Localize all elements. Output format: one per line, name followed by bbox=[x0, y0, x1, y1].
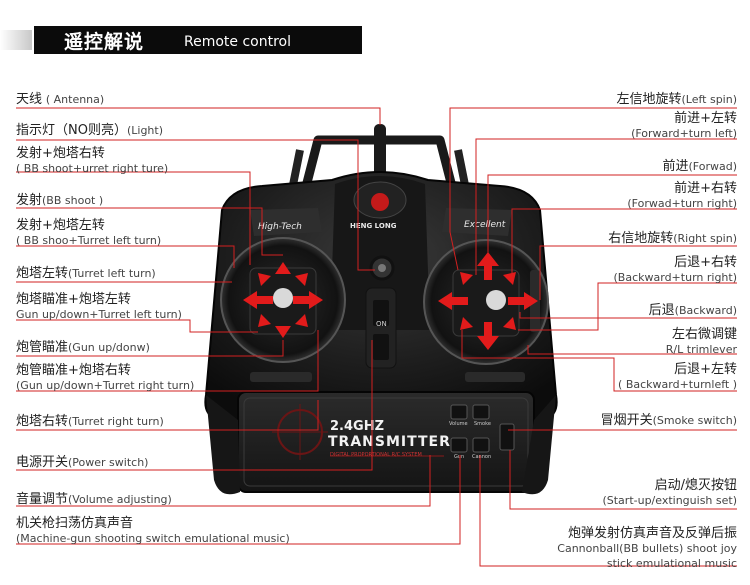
label-bb-shoot-turret-left: 发射+炮塔左转( BB shoo+Turret left turn) bbox=[16, 218, 162, 248]
label-machine-gun: 机关枪扫荡仿真声音(Machine-gun shooting switch em… bbox=[16, 516, 290, 546]
label-forward-turn-right: 前进+右转(Forwad+turn right) bbox=[627, 181, 737, 211]
label-backward-turn-right: 后退+右转(Backward+turn right) bbox=[613, 255, 737, 285]
label-gun-up-down: 炮管瞄准(Gun up/donw) bbox=[16, 340, 150, 355]
label-power-switch: 电源开关(Power switch) bbox=[16, 455, 149, 470]
header-bar: 遥控解说 Remote control bbox=[0, 26, 362, 54]
panel-title-transmitter: TRANSMITTER bbox=[328, 434, 451, 450]
label-bb-shoot: 发射(BB shoot ) bbox=[16, 193, 104, 208]
header-title-cn: 遥控解说 bbox=[64, 31, 145, 53]
label-start-up-extinguish: 启动/熄灭按钮(Start-up/extinguish set) bbox=[602, 478, 737, 508]
right-face-label: Excellent bbox=[464, 220, 506, 230]
panel-title-frequency: 2.4GHZ bbox=[330, 419, 385, 434]
label-turret-right: 炮塔右转(Turret right turn) bbox=[16, 414, 164, 429]
label-right-spin: 右信地旋转(Right spin) bbox=[608, 231, 737, 246]
right-stick-arrows bbox=[438, 252, 538, 350]
label-volume-adjusting: 音量调节(Volume adjusting) bbox=[16, 492, 172, 507]
label-turret-left: 炮塔左转(Turret left turn) bbox=[16, 266, 156, 281]
label-bb-shoot-turret-right: 发射+炮塔右转( BB shoot+urret right ture) bbox=[16, 146, 169, 176]
header-background bbox=[34, 26, 362, 54]
label-forward-turn-left: 前进+左转(Forward+turn left) bbox=[631, 111, 737, 141]
brand-label: HENG LONG bbox=[350, 222, 397, 230]
label-backward: 后退(Backward) bbox=[648, 303, 737, 318]
label-antenna: 天线 ( Antenna) bbox=[16, 92, 105, 107]
volume-button-label: Volume bbox=[449, 421, 468, 427]
switch-on-label: ON bbox=[376, 320, 387, 328]
cannon-button-label: Cannon bbox=[472, 454, 492, 460]
header-title-en: Remote control bbox=[184, 34, 291, 50]
panel-subtitle: DIGITAL PROPORTIONAL R/C SYSTEM bbox=[330, 452, 422, 458]
label-light: 指示灯（NO则亮）(Light) bbox=[16, 123, 164, 138]
label-backward-turn-left: 后退+左转( Backward+turnleft ) bbox=[618, 362, 737, 392]
smoke-button-label: Smoke bbox=[474, 421, 491, 427]
label-smoke-switch: 冒烟开关(Smoke switch) bbox=[600, 413, 737, 428]
label-left-spin: 左信地旋转(Left spin) bbox=[616, 92, 737, 107]
right-stick bbox=[486, 290, 506, 310]
header-gradient bbox=[0, 30, 32, 50]
left-stick-arrows bbox=[243, 262, 323, 338]
label-gun-turret-right: 炮管瞄准+炮塔右转(Gun up/down+Turret right turn) bbox=[16, 363, 195, 393]
gun-button-label: Gun bbox=[454, 454, 465, 460]
left-stick bbox=[273, 288, 293, 308]
antenna bbox=[374, 124, 386, 182]
label-forward: 前进(Forwad) bbox=[662, 159, 737, 174]
left-face-label: High-Tech bbox=[258, 222, 302, 232]
